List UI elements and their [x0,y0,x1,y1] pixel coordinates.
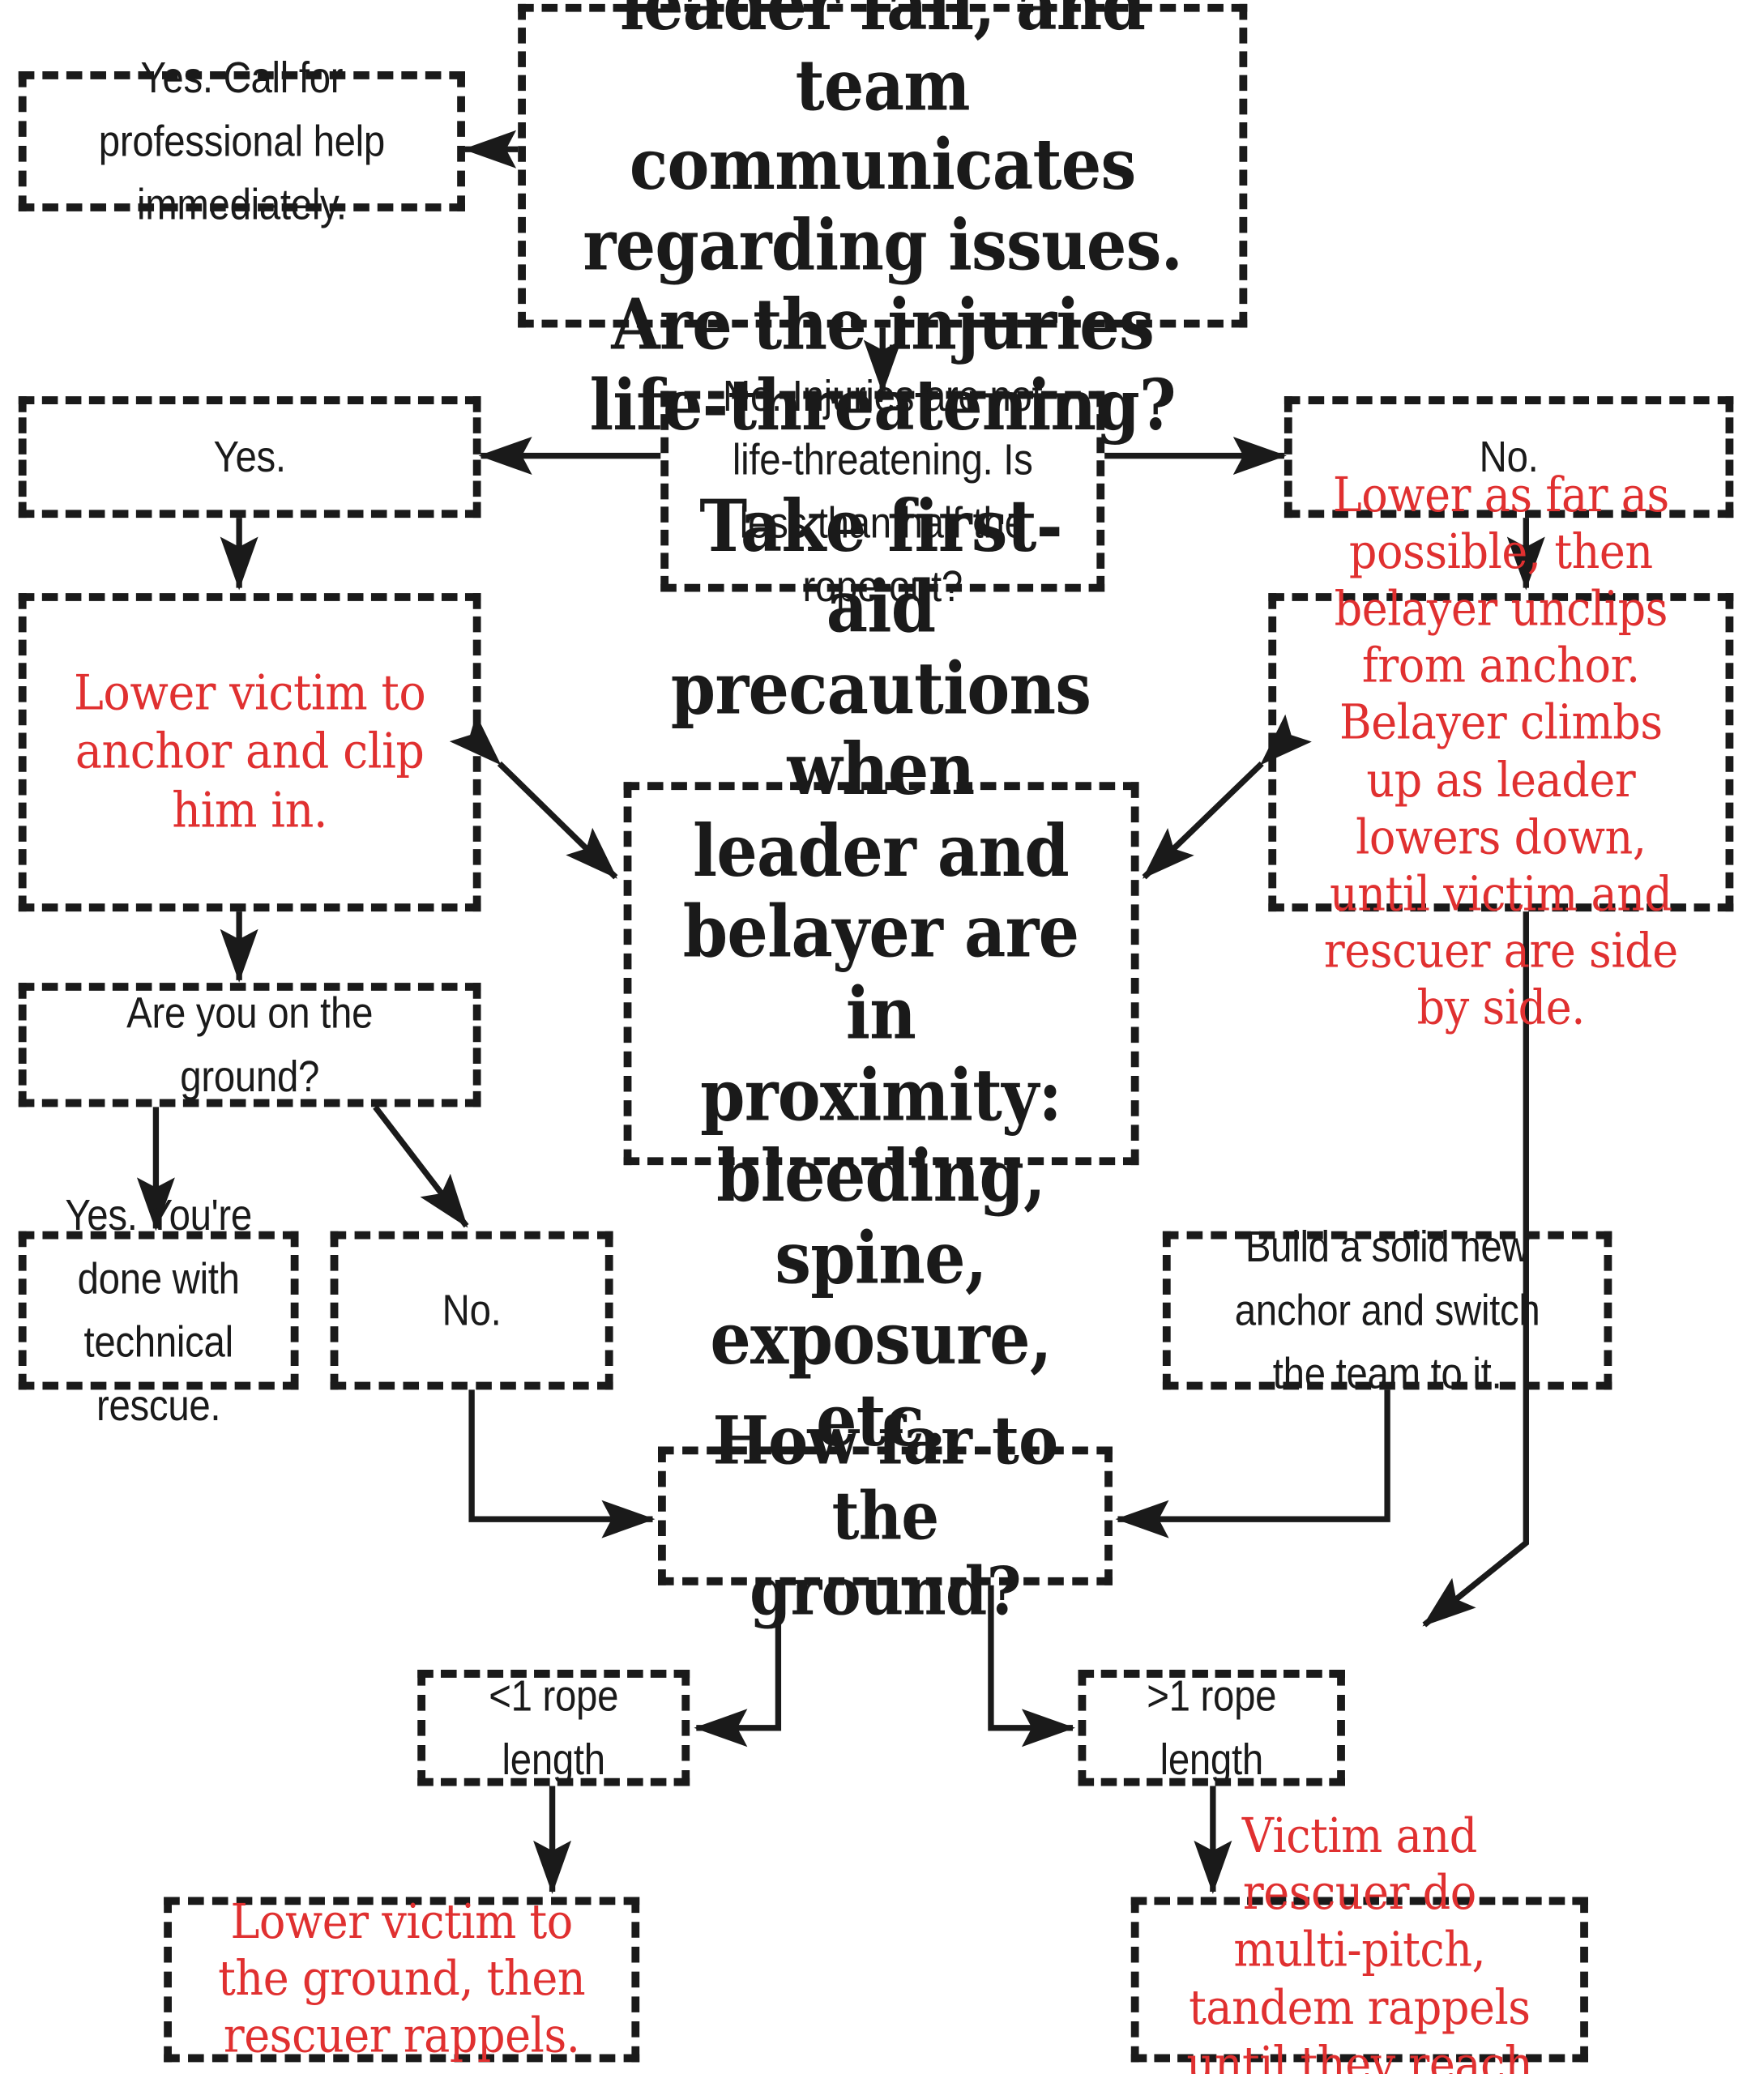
node-tandem-rappels[interactable]: Victim and rescuer do multi-pitch, tande… [1130,1810,1588,2074]
node-lower-to-ground[interactable]: Lower victim to the ground, then rescuer… [164,1895,640,2064]
node-yes-half-rope[interactable]: Yes. [18,396,481,518]
node-how-far[interactable]: How far to the ground? [658,1403,1113,1628]
node-no-ground-label: No. [442,1285,502,1335]
node-start-label: Belayer catches leader fall, and team co… [583,0,1183,446]
node-lower-as-far-label: Lower as far as possible, then belayer u… [1323,468,1678,1036]
node-yes-done[interactable]: Yes. You're done with technical rescue. [18,1191,299,1429]
node-no-half-rope-label: No. [1479,432,1539,481]
node-lower-victim-anchor-label: Lower victim to anchor and clip him in. [74,664,426,839]
node-no-not-life-threatening[interactable]: No. Injuries are not life-threatening. I… [660,372,1105,610]
node-on-the-ground[interactable]: Are you on the ground? [18,983,481,1107]
node-how-far-label: How far to the ground? [712,1402,1059,1631]
node-lower-as-far[interactable]: Lower as far as possible, then belayer u… [1268,468,1734,1036]
node-lower-victim-anchor[interactable]: Lower victim to anchor and clip him in. [18,593,481,912]
node-lower-to-ground-label: Lower victim to the ground, then rescuer… [218,1895,586,2064]
node-gt-one-rope-label: >1 rope length [1147,1671,1277,1784]
node-on-the-ground-label: Are you on the ground? [126,988,374,1101]
node-no-ground[interactable]: No. [330,1231,613,1390]
node-no-not-life-threatening-label: No. Injuries are not life-threatening. I… [723,371,1043,611]
node-tandem-rappels-label: Victim and rescuer do multi-pitch, tande… [1186,1809,1533,2074]
node-first-aid-label: Take first-aid precautions when leader a… [671,483,1091,1462]
node-yes-call-help[interactable]: Yes. Call for professional help immediat… [18,53,465,228]
node-gt-one-rope[interactable]: >1 rope length [1078,1670,1345,1786]
node-first-aid[interactable]: Take first-aid precautions when leader a… [623,484,1139,1461]
node-start[interactable]: Belayer catches leader fall, and team co… [518,0,1248,445]
node-build-anchor-label: Build a solid new anchor and switch the … [1234,1222,1540,1398]
node-build-anchor[interactable]: Build a solid new anchor and switch the … [1162,1223,1612,1398]
node-yes-done-label: Yes. You're done with technical rescue. [65,1190,252,1430]
node-yes-half-rope-label: Yes. [213,432,287,481]
node-no-half-rope[interactable]: No. [1283,396,1734,518]
node-lt-one-rope[interactable]: <1 rope length [417,1670,690,1786]
node-yes-call-help-label: Yes. Call for professional help immediat… [98,53,385,228]
node-lt-one-rope-label: <1 rope length [489,1671,619,1784]
